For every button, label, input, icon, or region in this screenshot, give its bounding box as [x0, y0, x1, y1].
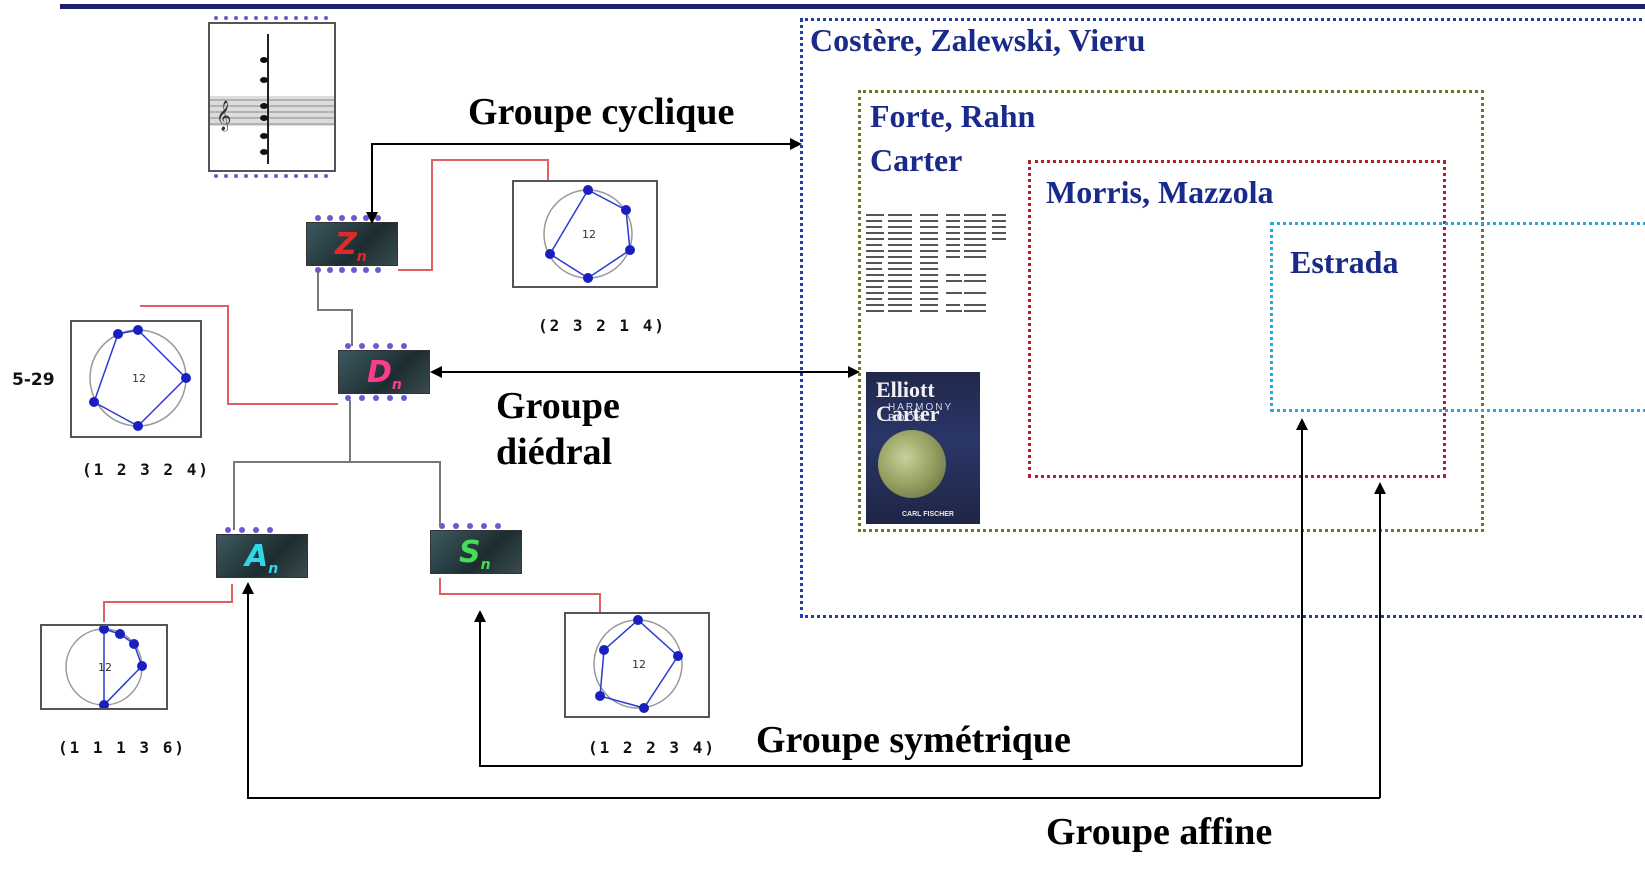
symmetric-circle-center-label: 12 [632, 658, 646, 671]
label-estrada: Estrada [1290, 244, 1399, 280]
label-groupe-cyclique: Groupe cyclique [468, 91, 735, 133]
module-inlet-outlet-pins [214, 16, 501, 533]
module-connector-lines [233, 272, 441, 530]
affine-pcset-circle: 12 [65, 624, 147, 710]
score-staff-graphic: 𝄞 [210, 34, 334, 164]
label-groupe: Groupe [496, 385, 620, 427]
label-groupe-symetrique: Groupe symétrique [756, 719, 1071, 761]
elliott-carter-harmony-book-cover: Elliott Carter HARMONY BOOK CARL FISCHER [866, 372, 980, 524]
book-publisher: CARL FISCHER [902, 511, 954, 518]
dihedral-circle-center-label: 12 [132, 372, 146, 385]
dihedral-pcset-circle: 12 [89, 325, 191, 431]
s-n-glyph: Sn [459, 535, 491, 573]
group-arrows [242, 138, 1386, 799]
cyclic-circle-panel: 12 [512, 180, 658, 288]
affine-circle-center-label: 12 [98, 661, 112, 674]
a-n-glyph: An [245, 539, 279, 577]
affine-group-module[interactable]: An [216, 534, 308, 578]
dihedral-setclass-label: 5-29 [12, 370, 55, 390]
svg-text:𝄞: 𝄞 [216, 100, 231, 132]
book-subtitle: HARMONY BOOK [888, 402, 953, 424]
frame-morris-mazzola [1028, 160, 1446, 478]
cyclic-pcset-circle: 12 [543, 185, 635, 283]
symmetric-circle-panel: 12 [564, 612, 710, 718]
cyclic-group-arrow [371, 138, 802, 218]
label-costere-zalewski-vieru: Costère, Zalewski, Vieru [810, 22, 1146, 58]
label-morris-mazzola: Morris, Mazzola [1046, 174, 1274, 210]
d-n-glyph: Dn [367, 355, 402, 393]
cyclic-group-module[interactable]: Zn [306, 222, 398, 266]
affine-circle-panel: 12 [40, 624, 168, 710]
label-groupe-affine: Groupe affine [1046, 811, 1273, 853]
frame-estrada [1270, 222, 1645, 412]
symmetric-pcset-circle: 12 [593, 615, 683, 713]
dihedral-partition: (1 2 3 2 4) [82, 460, 210, 479]
symmetric-partition: (1 2 2 3 4) [588, 738, 716, 757]
affine-partition: (1 1 1 3 6) [58, 738, 186, 757]
z-n-glyph: Zn [335, 227, 367, 265]
dihedral-circle-panel: 12 [70, 320, 202, 438]
forte-set-class-table [866, 214, 1006, 312]
label-carter: Carter [870, 142, 963, 178]
affine-group-arrow [242, 582, 1380, 799]
label-forte-rahn: Forte, Rahn [870, 98, 1036, 134]
dihedral-group-module[interactable]: Dn [338, 350, 430, 394]
book-cover-disc-image [878, 430, 946, 498]
top-rule [60, 4, 1645, 9]
frame-forte-rahn-carter [858, 90, 1484, 532]
label-diedral: diédral [496, 431, 613, 473]
frame-costere-zalewski-vieru [800, 18, 1645, 618]
book-title: Elliott Carter [876, 377, 940, 426]
symmetric-group-arrow [474, 610, 1302, 767]
score-panel: 𝄞 [208, 22, 336, 172]
symmetric-group-module[interactable]: Sn [430, 530, 522, 574]
cyclic-partition: (2 3 2 1 4) [538, 316, 666, 335]
patch-cables [103, 159, 601, 622]
cyclic-circle-center-label: 12 [582, 228, 596, 241]
